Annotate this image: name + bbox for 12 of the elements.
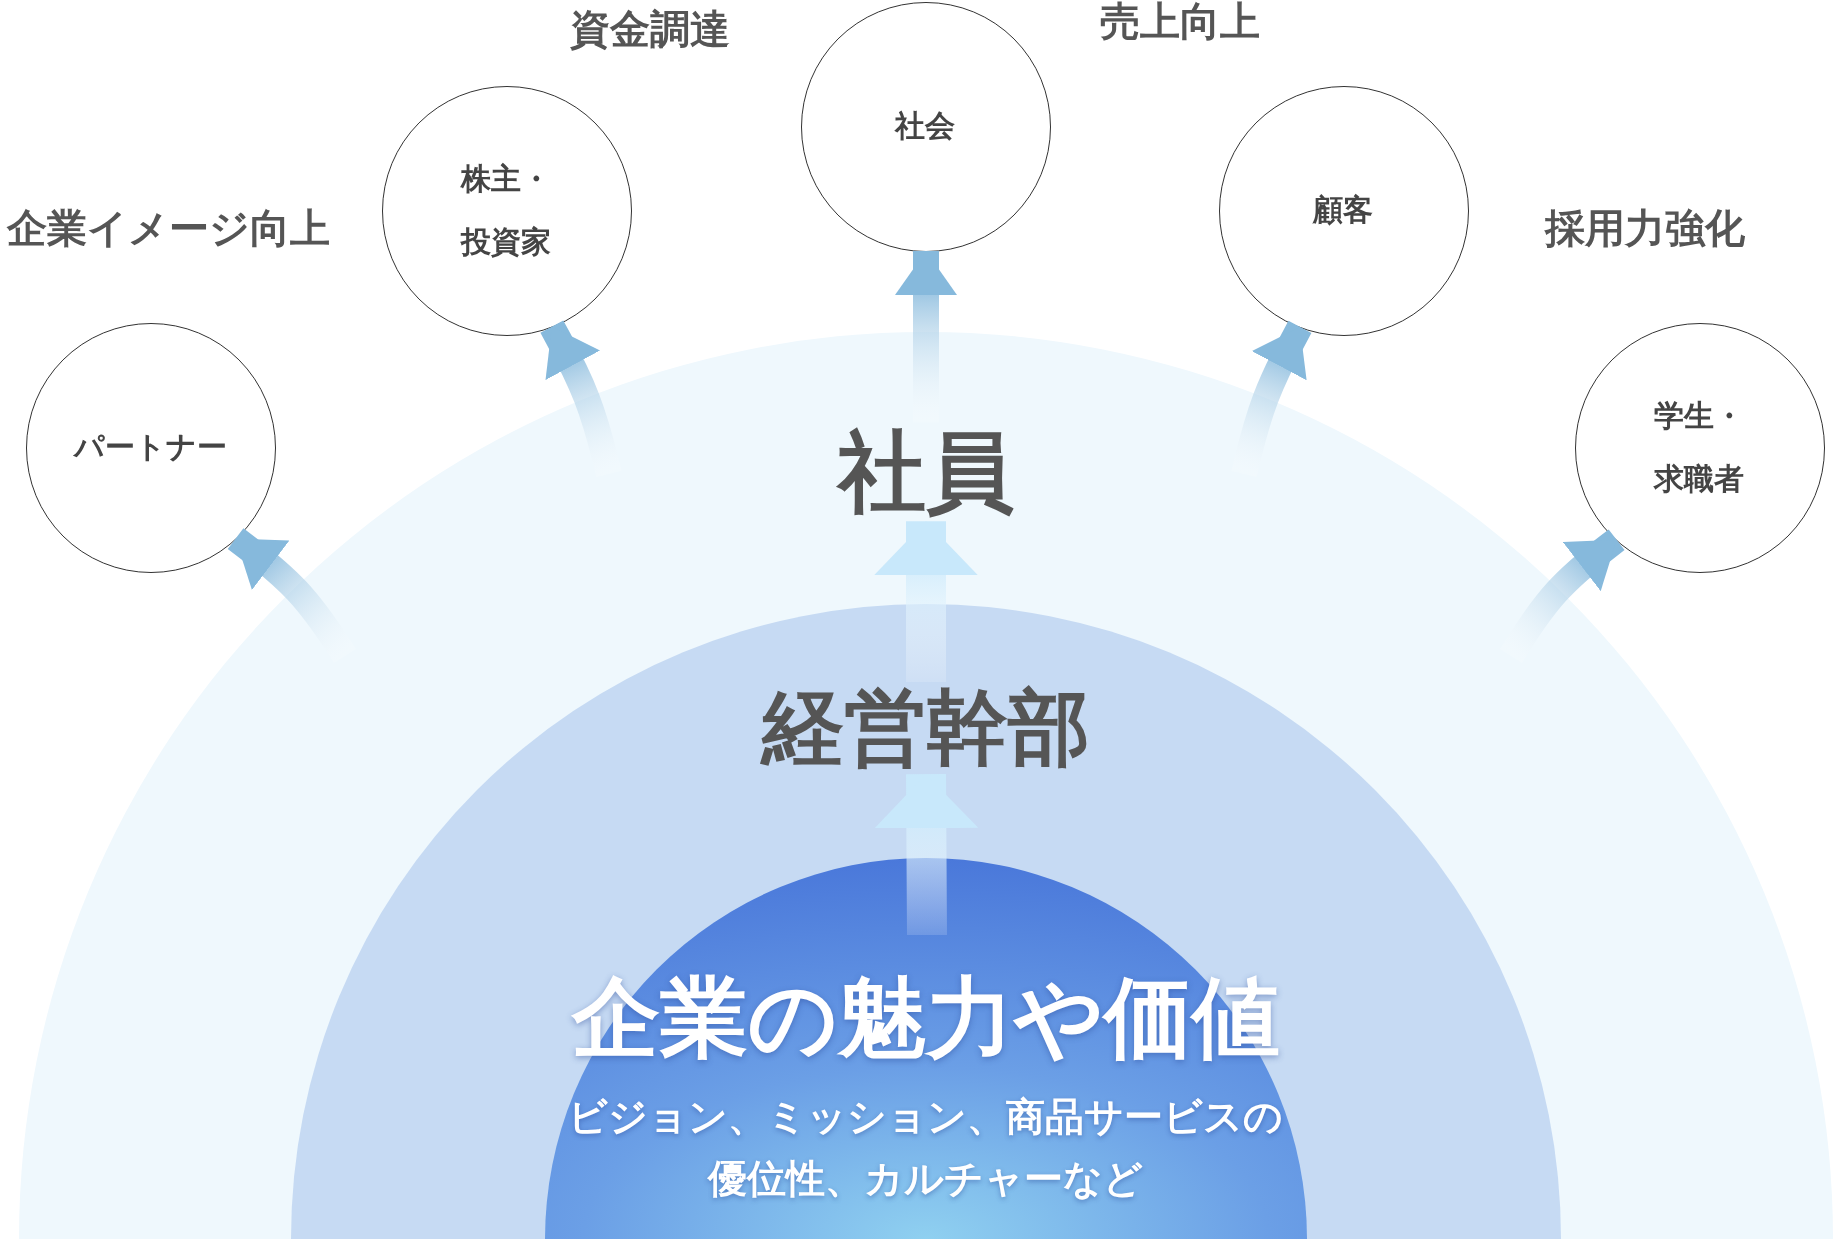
node-label: 社会 xyxy=(895,108,956,145)
beside-label: 資金調達 xyxy=(570,4,730,54)
node-label: 顧客 xyxy=(1313,192,1374,229)
band-title: 社員 xyxy=(838,423,1014,521)
beside-label: 企業イメージ向上 xyxy=(6,203,330,253)
band-title: 経営幹部 xyxy=(762,683,1090,774)
subtitle: ビジョン、ミッション、商品サービスの優位性、カルチャーなど xyxy=(567,1093,1285,1204)
node-label: 株主・投資家 xyxy=(459,160,553,262)
node-label: 学生・求職者 xyxy=(1652,397,1746,499)
beside-label: 採用力強化 xyxy=(1545,203,1745,253)
node-label: パートナー xyxy=(73,429,227,466)
beside-label: 売上向上 xyxy=(1100,0,1260,46)
